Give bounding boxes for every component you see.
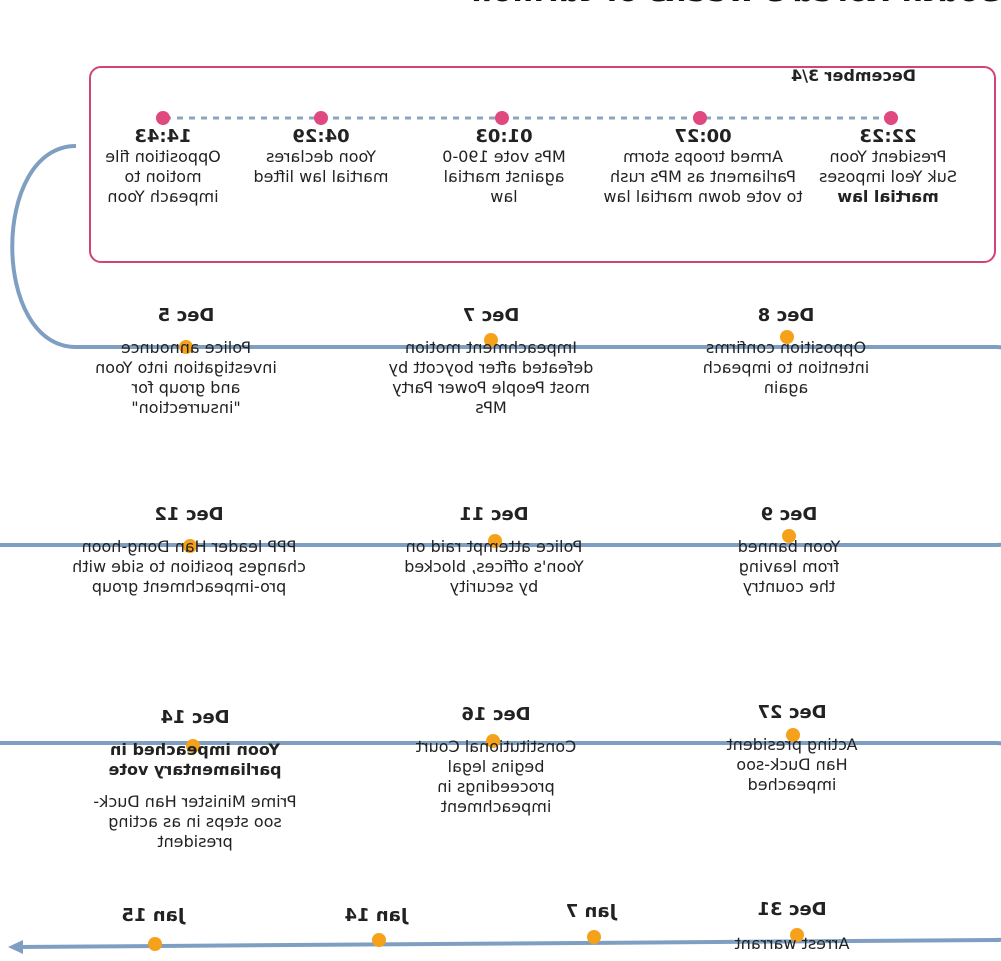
event-dec-27: Dec 27 Acting president Han Duck-soo imp… [717,702,867,795]
event-dec-12: Dec 12 PPP leader Han Dong-hoon changes … [59,504,319,597]
event-date: Jan 7 [565,901,617,922]
event-marker [148,937,162,951]
event-0429: 04:29 Yoon declares martial law lifted [246,126,396,187]
event-dec-16: Dec 16 Constitutional Court begins legal… [406,704,586,817]
event-text: Prime Minister Han Duck-soo steps in as … [93,792,297,851]
night-event-marker [884,111,898,125]
event-text: Impeachment motion defeated after boycot… [388,338,594,417]
event-dec-5: Dec 5 Police announce investigation into… [91,305,281,418]
event-text: Constitutional Court begins legal procee… [415,737,577,816]
event-dec-11: Dec 11 Police attempt raid on Yoon's off… [394,504,594,597]
event-jan-14: Jan 14 [316,905,436,926]
event-marker [786,728,800,742]
event-text: Opposition confirms intention to impeach… [702,338,870,397]
event-time: 00:27 [674,126,732,147]
event-date: Dec 16 [461,704,531,725]
event-jan-15: Jan 15 [93,905,213,926]
event-text: President Yoon Suk Yeol imposes [819,147,957,186]
event-text: PPP leader Han Dong-hoon changes positio… [72,537,306,596]
event-marker [780,330,794,344]
event-text: Arrest warrant [734,934,850,953]
event-text: Opposition file motion to impeach Yoon [105,147,221,206]
event-date: Jan 14 [344,905,408,926]
event-marker [790,928,804,942]
event-marker [587,930,601,944]
night-event-marker [693,111,707,125]
event-0027: 00:27 Armed troops storm Parliament as M… [603,126,803,207]
night-event-marker [314,111,328,125]
event-marker [183,539,197,553]
event-date: Dec 12 [154,504,224,525]
event-marker [372,933,386,947]
night-event-marker [156,111,170,125]
event-text: Yoon declares martial law lifted [253,147,389,186]
event-time: 01:03 [475,126,533,147]
event-time: 22:23 [859,126,917,147]
event-0103: 01:03 MPs vote 190-0 against martial law [429,126,579,207]
event-marker [488,534,502,548]
event-bold: martial law [837,187,939,206]
event-date: Jan 15 [121,905,185,926]
event-text: Yoon banned from leaving the country [737,537,841,596]
event-jan-7: Jan 7 [531,901,651,922]
event-date: Dec 7 [462,305,520,326]
event-bold: Yoon impeached in parliamentary vote [108,740,282,779]
event-dec-14: Dec 14 Yoon impeached in parliamentary v… [85,707,305,852]
event-dec-8: Dec 8 Opposition confirms intention to i… [701,305,871,398]
event-date: Dec 11 [459,504,529,525]
night-event-marker [495,111,509,125]
event-1443: 14:43 Opposition file motion to impeach … [93,126,233,207]
event-dec-9: Dec 9 Yoon banned from leaving the count… [724,504,854,597]
event-text: Police attempt raid on Yoon's offices, b… [404,537,584,596]
event-marker [782,529,796,543]
event-time: 04:29 [292,126,350,147]
event-dec-31: Dec 31 Arrest warrant [712,899,872,954]
event-marker [179,340,193,354]
event-marker [186,739,200,753]
event-marker [484,333,498,347]
event-date: Dec 27 [757,702,827,723]
event-text: Acting president Han Duck-soo impeached [726,735,858,794]
event-text: MPs vote 190-0 against martial law [442,147,566,206]
event-dec-7: Dec 7 Impeachment motion defeated after … [376,305,606,418]
box-label: December 3/4 [790,66,916,85]
event-time: 14:43 [134,126,192,147]
event-text: Armed troops storm Parliament as MPs rus… [603,147,803,206]
event-date: Dec 14 [160,707,230,728]
event-text: Police announce investigation into Yoon … [95,338,277,417]
event-date: Dec 9 [760,504,818,525]
event-date: Dec 31 [757,899,827,920]
event-date: Dec 5 [157,305,215,326]
event-marker [486,734,500,748]
event-2223: 22:23 President Yoon Suk Yeol imposes ma… [813,126,963,207]
event-date: Dec 8 [757,305,815,326]
